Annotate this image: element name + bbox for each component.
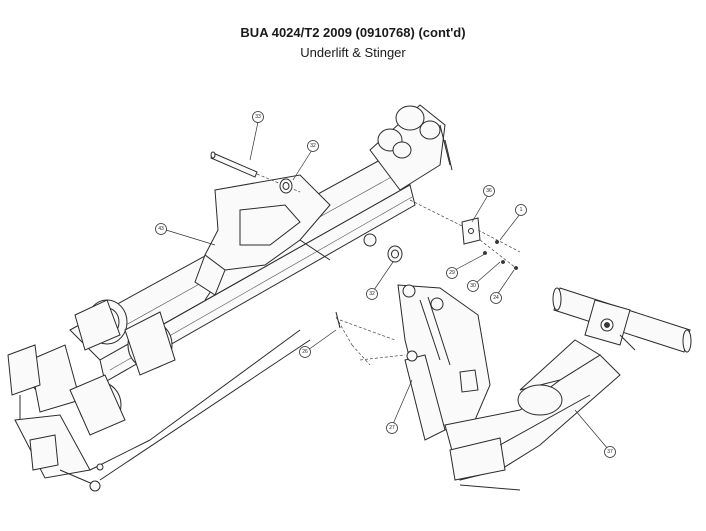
callout-33: 33 bbox=[252, 111, 264, 123]
assembly-lines bbox=[335, 311, 406, 366]
callout-32-lower: 32 bbox=[366, 288, 378, 300]
stinger-plate bbox=[397, 284, 491, 441]
callout-24: 24 bbox=[490, 292, 502, 304]
winch-upper bbox=[74, 299, 176, 376]
callout-26: 26 bbox=[299, 346, 311, 358]
callout-27: 27 bbox=[386, 422, 398, 434]
winch-lower bbox=[7, 344, 126, 436]
callout-37: 37 bbox=[604, 446, 616, 458]
svg-text:33: 33 bbox=[255, 114, 261, 120]
svg-text:27: 27 bbox=[389, 425, 395, 431]
arm-frame bbox=[194, 174, 331, 301]
callout-1: 1 bbox=[515, 204, 527, 216]
svg-text:26: 26 bbox=[302, 349, 308, 355]
bushing-upper bbox=[279, 178, 293, 194]
callout-43: 43 bbox=[155, 223, 167, 235]
callout-29: 29 bbox=[446, 267, 458, 279]
svg-text:37: 37 bbox=[607, 449, 613, 455]
svg-text:24: 24 bbox=[493, 295, 499, 301]
cross-tube bbox=[552, 287, 692, 353]
svg-text:32: 32 bbox=[310, 143, 316, 149]
svg-text:1: 1 bbox=[520, 207, 523, 213]
pin-rod bbox=[210, 151, 301, 193]
leader-lines bbox=[165, 121, 609, 450]
diagram-subtitle: Underlift & Stinger bbox=[300, 45, 406, 60]
base-frame bbox=[14, 329, 311, 492]
mount-bracket bbox=[409, 199, 521, 270]
callout-32-upper: 32 bbox=[307, 140, 319, 152]
svg-text:36: 36 bbox=[486, 188, 492, 194]
diagram-title: BUA 4024/T2 2009 (0910768) (cont'd) bbox=[240, 25, 466, 40]
svg-text:43: 43 bbox=[158, 226, 164, 232]
lower-arm bbox=[444, 339, 621, 491]
callout-36: 36 bbox=[483, 185, 495, 197]
svg-text:29: 29 bbox=[449, 270, 455, 276]
svg-text:32: 32 bbox=[369, 291, 375, 297]
callout-30: 30 bbox=[467, 280, 479, 292]
bushing-lower bbox=[363, 233, 403, 263]
svg-text:30: 30 bbox=[470, 283, 476, 289]
